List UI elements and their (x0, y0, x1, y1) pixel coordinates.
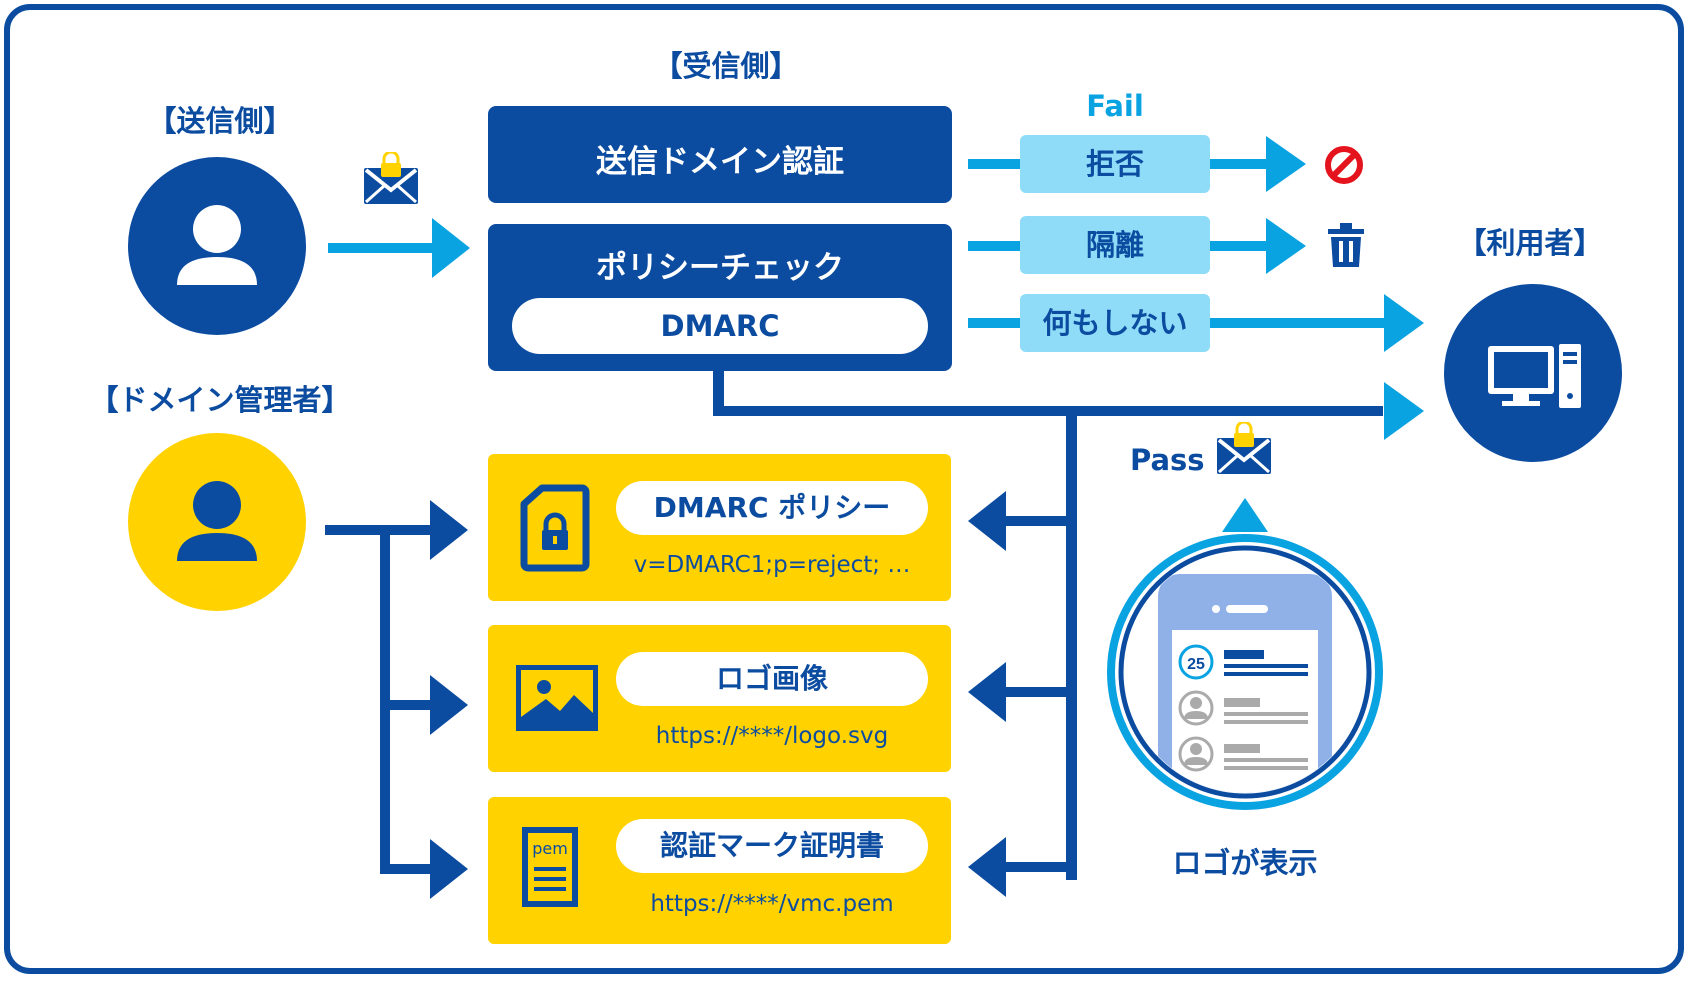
fail-label: Fail (1086, 89, 1144, 123)
vmc-value: https://****/vmc.pem (650, 891, 894, 917)
trash-icon (1328, 223, 1364, 267)
pass-envelope-icon (1217, 422, 1271, 474)
record-box-vmc: pem 認証マーク証明書 https://****/vmc.pem (488, 797, 951, 944)
result-quarantine: 隔離 (1020, 216, 1210, 274)
locked-document-icon (520, 484, 590, 572)
logo-image-value: https://****/logo.svg (655, 723, 889, 749)
receiver-title: 【受信側】 (653, 49, 799, 83)
prohibited-icon (1325, 146, 1363, 184)
pem-icon-label: pem (532, 839, 568, 858)
sender-arrow-shaft (328, 243, 436, 253)
phone-logo-text: 25 (1187, 656, 1205, 673)
record-box-dmarc: DMARC ポリシー v=DMARC1;p=reject; … (488, 454, 951, 601)
record-box-logo: ロゴ画像 https://****/logo.svg (488, 625, 951, 772)
result-none: 何もしない (1020, 294, 1210, 352)
policy-check-box: ポリシーチェック DMARC (488, 224, 952, 371)
sender-arrow-head (432, 218, 470, 278)
diagram-frame (4, 4, 1684, 974)
locked-envelope-icon (364, 152, 418, 204)
dmarc-policy-value: v=DMARC1;p=reject; … (633, 552, 911, 578)
logo-image-title: ロゴ画像 (616, 652, 928, 706)
person-icon (177, 481, 257, 561)
phone-logo-display: 25 (1107, 498, 1383, 810)
domain-auth-box: 送信ドメイン認証 (488, 106, 952, 203)
reject-arrow-head (1266, 136, 1306, 192)
domain-auth-label: 送信ドメイン認証 (596, 144, 844, 180)
pem-document-icon: pem (522, 827, 578, 907)
dmarc-policy-title: DMARC ポリシー (616, 481, 928, 535)
computer-icon (1488, 344, 1581, 408)
vmc-title: 認証マーク証明書 (616, 819, 928, 873)
user-title: 【利用者】 (1457, 226, 1603, 260)
sender-title: 【送信側】 (147, 104, 293, 138)
policy-check-label: ポリシーチェック (596, 250, 844, 286)
sender-avatar (128, 157, 306, 335)
pass-label: Pass (1130, 443, 1205, 477)
none-arrow-head (1384, 294, 1424, 352)
quarantine-arrow-head (1266, 218, 1306, 274)
dmarc-pill: DMARC (512, 298, 928, 354)
image-icon (516, 665, 598, 731)
pass-arrow-head (1384, 382, 1424, 440)
user-avatar (1444, 284, 1622, 462)
result-reject: 拒否 (1020, 135, 1210, 193)
admin-title: 【ドメイン管理者】 (89, 383, 351, 417)
phone-caption: ロゴが表示 (1172, 846, 1318, 880)
admin-avatar (128, 433, 306, 611)
person-icon (177, 205, 257, 285)
